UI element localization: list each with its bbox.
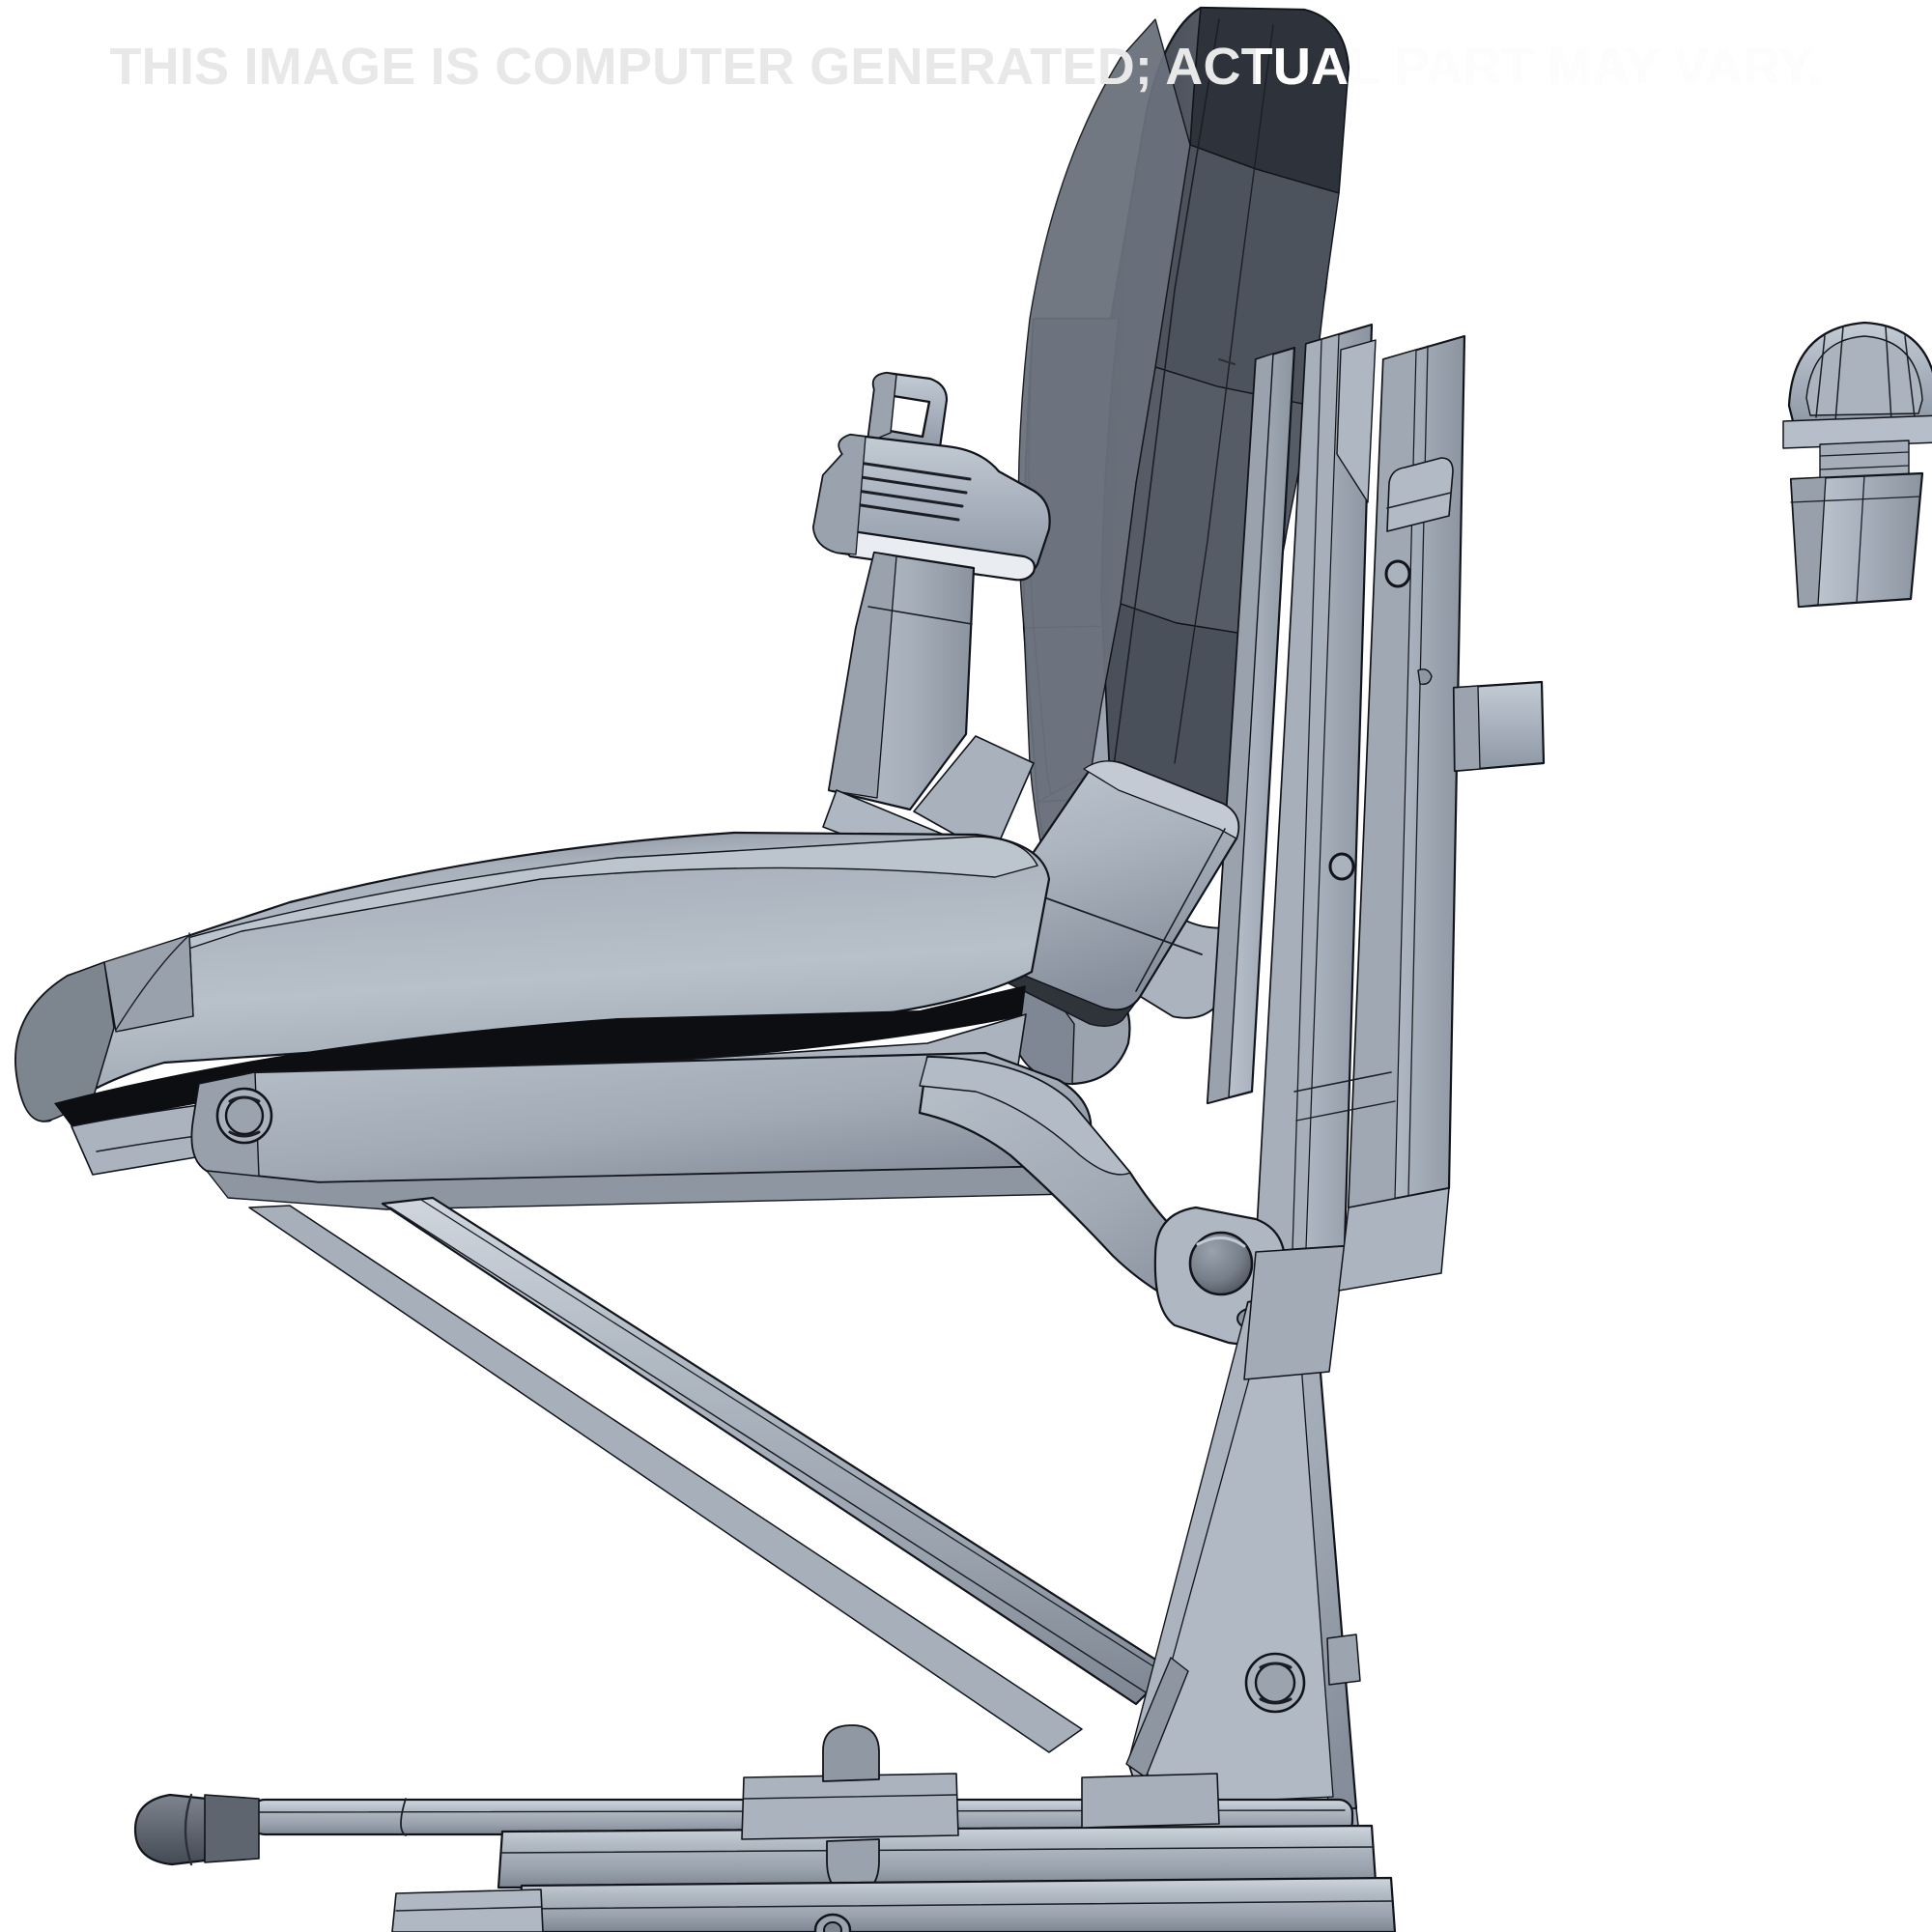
slide-rail-assembly — [133, 1724, 1397, 1932]
rail-screw — [813, 1913, 852, 1932]
side-mounting-tab — [1452, 680, 1546, 773]
frame-lower-link — [1243, 1187, 1450, 1380]
seat-pan — [190, 1051, 1093, 1210]
secondary-strut — [248, 1205, 1083, 1753]
seat-belt-latch-plate[interactable] — [811, 371, 1051, 582]
diagonal-support-strut — [381, 1196, 1173, 1706]
bracket-web — [1125, 1657, 1189, 1778]
rail-clamp-block — [741, 1724, 1220, 1896]
seat-pan-rivet — [215, 1087, 273, 1145]
suspension-adjust-knob[interactable] — [1782, 321, 1932, 609]
bracket-bushing — [1244, 1652, 1306, 1714]
